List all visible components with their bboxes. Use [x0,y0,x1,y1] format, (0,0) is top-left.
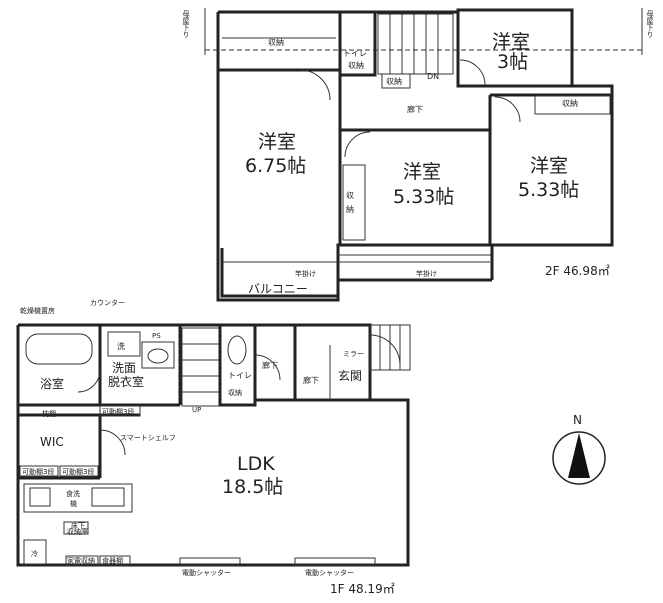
room-3-label: 洋室 [492,31,530,53]
fridge-label: 冷 [31,549,38,558]
bath-label: 浴室 [40,376,64,391]
hall-label-1: 廊下 [262,360,278,370]
door-2f-c [494,96,521,123]
closet-vertical-2f [342,164,366,241]
toilet-wall-2f [338,12,377,77]
shelf-box-c [99,405,141,417]
drying-pole-2: 竿掛け [416,269,437,278]
ps-label: PS [152,332,161,340]
fridge [23,539,47,565]
wic-door [99,429,126,456]
toilet-storage-1f: 収納 [228,388,242,397]
floor2-outer-wall [216,8,614,302]
closet-label-2f: 収納 [268,37,284,47]
dishwasher-2: 機 [70,499,77,508]
hall-storage-label: 収納 [386,76,402,86]
closet-v2: 納 [346,204,354,214]
wash-label-2: 脱衣室 [108,374,144,389]
mirror-label: ミラー [343,350,364,358]
washer [107,331,141,357]
entrance-label: 玄関 [338,368,362,383]
dryer-label: 乾燥機置房 [20,306,55,315]
wic-shelf: 枕棚 [42,409,56,418]
room-3-wall [456,12,572,88]
shelf-box-a [19,465,59,477]
room-533a-size: 5.33帖 [393,186,454,208]
hallway-label-2f: 廊下 [407,104,423,114]
dishwasher-1: 食洗 [66,489,80,498]
floor1-area: 1F 48.19㎡ [330,582,395,596]
drying-pole-1: 竿掛け [295,269,316,278]
property-line-label-left: 母屋下り [182,10,190,38]
shutter-2 [294,557,376,566]
room-3-size: 3帖 [497,51,528,73]
appliance-storage-label: 家電収納 [67,556,95,565]
shutter-1 [179,557,241,566]
stairs-up-label: UP [192,406,201,414]
floor2-plan: 母屋下り 母屋下り [182,8,654,302]
movable-shelf-c: 可動棚3段 [102,407,134,416]
kitchen-counter [23,483,133,513]
toilet-label-2f: トイレ [343,49,367,58]
bath-door [77,369,101,393]
door-2f-d [459,59,486,86]
appliance-storage-box [65,555,99,566]
property-line-label-right: 母屋下り [646,10,654,38]
compass-circle [552,431,606,485]
room-675-label: 洋室 [258,131,296,153]
compass: N [552,413,606,485]
kitchen-sink [91,487,125,507]
closet-right-2f [534,95,611,115]
hall-label-2: 廊下 [303,375,319,385]
stove [29,487,51,507]
smart-shelf-label: スマートシェルフ [120,434,176,442]
closet-right-label: 収納 [562,98,578,108]
room-533b-size: 5.33帖 [518,179,579,201]
room-533a-label: 洋室 [403,161,441,183]
shutter-1-label: 電動シャッター [182,568,231,577]
cupboard-label: 食器棚 [102,556,123,565]
room-533b-label: 洋室 [530,155,568,177]
north-label: N [573,413,582,427]
wic-label: WIC [40,435,64,449]
floor-storage-1: 床下 [71,521,85,530]
toilet-wall-1f [218,325,257,407]
toilet-label-1f: トイレ [228,371,252,380]
shutter-2-label: 電動シャッター [305,568,354,577]
entrance-door [369,334,401,366]
floor-storage-box [63,521,89,535]
balcony-rail [220,248,338,298]
stairs-down-label: DN [427,72,439,81]
wash-label-1: 洗面 [112,361,136,375]
shelf-box-b [59,465,99,477]
floor1-plan: LDK 18.5帖 乾燥機置房 カウンター 浴室 洗面 脱衣室 洗 PS トイレ… [16,298,411,596]
room-675-size: 6.75帖 [245,155,306,177]
counter-label: カウンター [90,298,125,307]
stairs-2f [377,13,454,75]
door-2f-a [299,69,331,101]
movable-shelf-a: 可動棚3段 [22,467,54,476]
closet-v1: 収 [346,190,354,200]
hall-storage-box [381,73,411,89]
toilet-bowl-1f [227,335,247,365]
cupboard-box [99,555,131,566]
floor-storage-2: 収納庫 [67,527,88,536]
balcony-label: バルコニー [248,282,308,296]
north-arrow-icon [568,433,590,478]
toilet-storage-2f: 収納 [348,60,364,70]
hall-door [254,354,281,381]
floor2-area: 2F 46.98㎡ [545,264,610,278]
ldk-label: LDK [237,453,275,475]
movable-shelf-b: 可動棚3段 [62,467,94,476]
ldk-size: 18.5帖 [222,476,283,498]
bathtub [25,333,93,365]
washer-label: 洗 [117,341,125,351]
washbasin [141,341,175,369]
stairs-1f [181,327,221,407]
door-2f-b [344,131,371,158]
